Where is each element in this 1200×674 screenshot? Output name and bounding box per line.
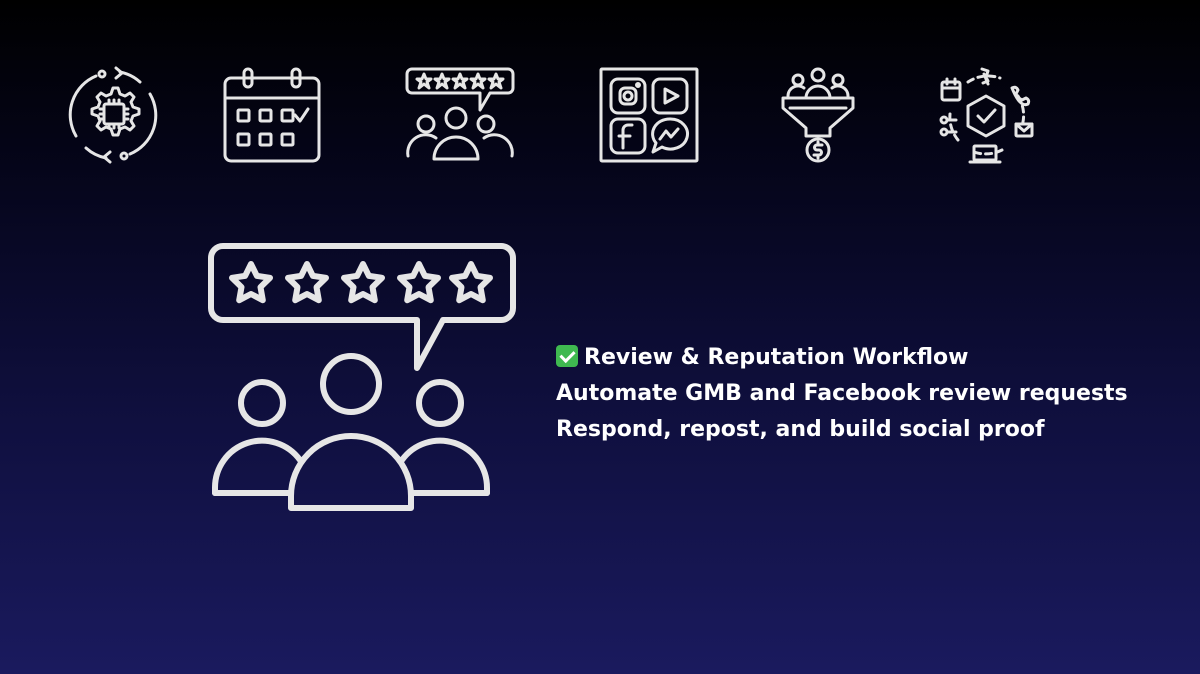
icon-row xyxy=(0,0,1200,200)
feature-title: Review & Reputation Workflow xyxy=(584,345,969,370)
calendar-icon xyxy=(222,66,322,164)
feature-description: Review & Reputation Workflow Automate GM… xyxy=(556,340,1128,448)
sales-funnel-icon xyxy=(780,66,856,164)
hero-reviews-icon xyxy=(205,240,520,519)
feature-line-2: Respond, repost, and build social proof xyxy=(556,417,1045,442)
feature-line-1: Automate GMB and Facebook review request… xyxy=(556,381,1128,406)
gear-cycle-icon xyxy=(66,66,160,164)
reviews-icon xyxy=(404,66,516,162)
social-media-icon xyxy=(599,67,699,163)
integrations-icon xyxy=(938,66,1034,164)
check-mark-icon xyxy=(556,345,578,367)
feature-title-line: Review & Reputation Workflow xyxy=(556,340,1128,376)
